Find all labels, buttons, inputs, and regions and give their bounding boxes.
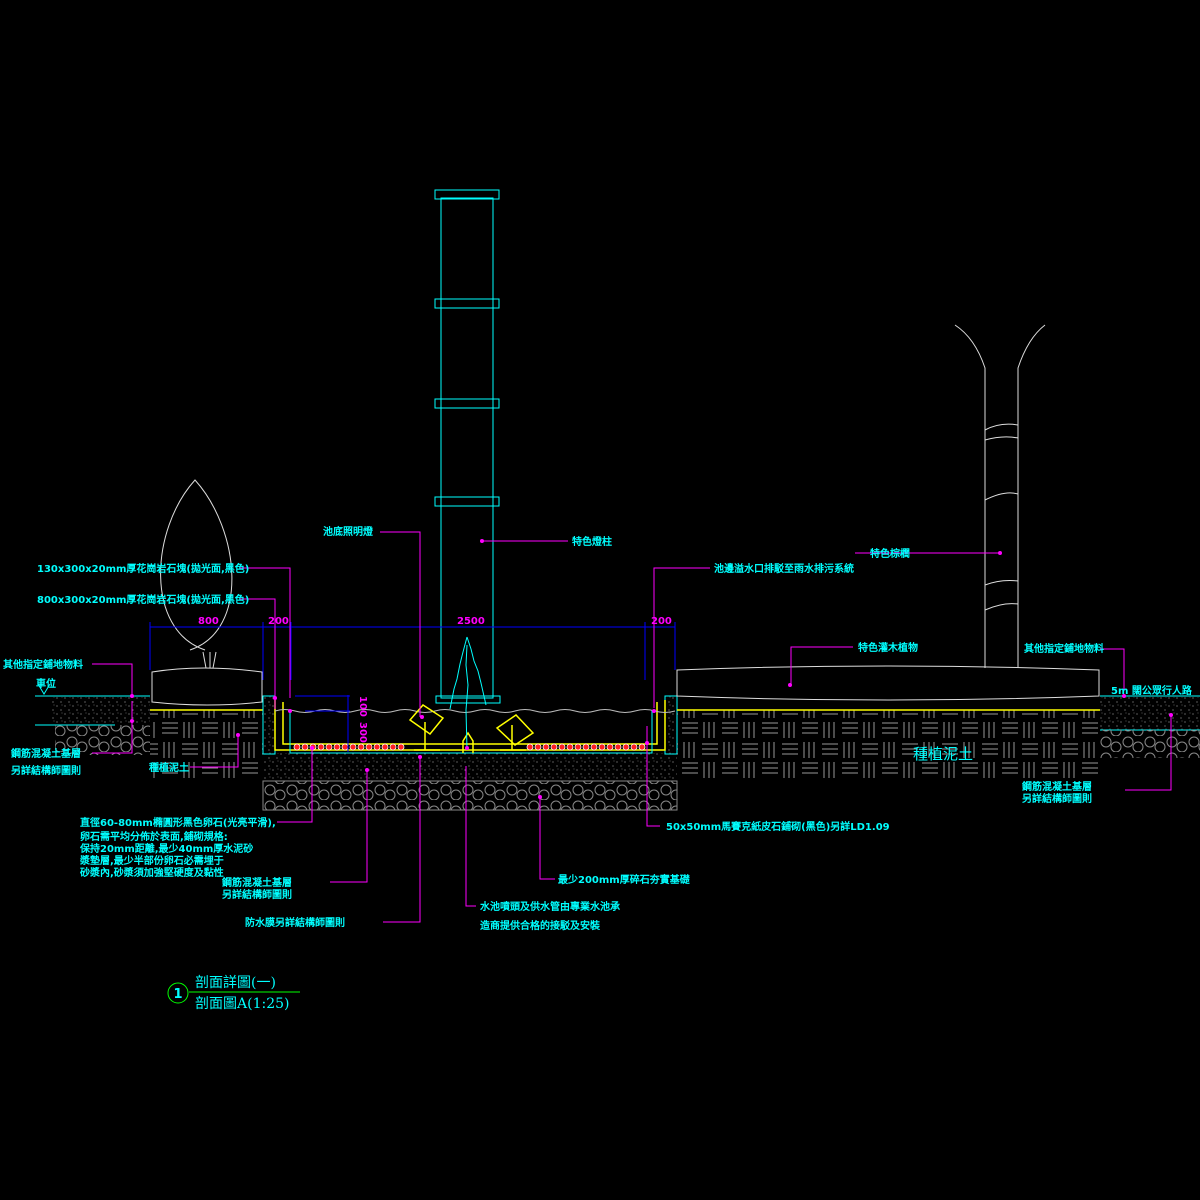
dim-wall-left: 200 bbox=[268, 616, 289, 627]
label-mosaic: 50x50mm馬賽克紙皮石鋪砌(黑色)另詳LD1.09 bbox=[666, 820, 890, 833]
drawing-subtitle: 剖面圖A(1:25) bbox=[195, 996, 289, 1012]
label-nozzle-2: 造商提供合格的接駁及安裝 bbox=[480, 919, 601, 932]
label-soil-left: 種植泥土 bbox=[149, 761, 189, 774]
label-rc-base-left-note: 另詳結構師圖則 bbox=[11, 764, 81, 777]
dim-planter-left: 800 bbox=[198, 616, 219, 627]
right-planter bbox=[676, 324, 1100, 780]
pool-light-fixtures bbox=[408, 704, 535, 753]
drawing-title: 剖面詳圖(一) bbox=[195, 975, 276, 991]
label-pool-light: 池底照明燈 bbox=[323, 525, 374, 538]
label-pebbles-1: 直徑60-80mm橢圓形黑色卵石(光亮平滑), bbox=[80, 816, 276, 829]
title-number: 1 bbox=[173, 987, 182, 1002]
label-pebbles-5: 砂漿內,砂漿須加強堅硬度及黏性 bbox=[79, 866, 224, 879]
label-rc-base-pool-note: 另詳結構師圖則 bbox=[222, 888, 292, 901]
label-footpath: 5m 闊公眾行人路 bbox=[1111, 684, 1193, 697]
dim-pool: 2500 bbox=[457, 616, 485, 627]
pool bbox=[262, 636, 678, 811]
fountain-jet bbox=[449, 636, 487, 751]
dim-pool-depth: 300 bbox=[357, 722, 368, 743]
label-pebbles-2: 卵石需平均分佈於表面,鋪砌規格: bbox=[80, 830, 228, 843]
dim-wall-right: 200 bbox=[651, 616, 672, 627]
label-feature-column: 特色燈柱 bbox=[572, 535, 612, 548]
label-rc-base-pool: 鋼筋混凝土基層 bbox=[221, 876, 292, 889]
label-nozzle-1: 水池噴頭及供水管由專業水池承 bbox=[479, 900, 620, 913]
dimension-lines bbox=[149, 622, 676, 752]
label-rc-base-right-note: 另詳結構師圖則 bbox=[1022, 792, 1092, 805]
label-overflow: 池邊溢水口排駁至雨水排污系統 bbox=[714, 562, 854, 575]
label-feature-shrub: 特色灌木植物 bbox=[858, 641, 918, 654]
label-rc-base-right: 鋼筋混凝土基層 bbox=[1021, 780, 1092, 793]
label-granite-face: 800x300x20mm厚花崗岩石塊(拋光面,黑色) bbox=[37, 593, 249, 606]
label-pebbles-3: 保持20mm距離,最少40mm厚水泥砂 bbox=[79, 842, 253, 855]
label-paving-right: 其他指定鋪地物料 bbox=[1024, 642, 1104, 655]
label-hardcore: 最少200mm厚碎石夯實基礎 bbox=[558, 873, 691, 886]
right-pavement bbox=[1100, 695, 1200, 758]
label-rc-base-left: 鋼筋混凝土基層 bbox=[10, 747, 81, 760]
leader-dots bbox=[130, 539, 1173, 799]
label-pebbles-4: 漿墊層,最少半部份卵石必需埋于 bbox=[79, 854, 224, 867]
left-planter bbox=[150, 479, 263, 780]
label-parking: 車位 bbox=[36, 677, 56, 690]
label-feature-palm: 特色棕櫚 bbox=[870, 547, 910, 560]
label-waterproof: 防水膜另詳結構師圖則 bbox=[245, 916, 345, 929]
pebbles bbox=[293, 743, 646, 751]
leader-lines bbox=[92, 531, 1172, 923]
title-block: 1 剖面詳圖(一) 剖面圖A(1:25) bbox=[167, 975, 300, 1012]
label-paving-left: 其他指定鋪地物料 bbox=[3, 658, 83, 671]
label-soil-right: 種植泥土 bbox=[913, 745, 973, 763]
label-granite-cap: 130x300x20mm厚花崗岩石塊(拋光面,黑色) bbox=[37, 562, 249, 575]
dim-water-depth: 100 bbox=[357, 696, 368, 717]
